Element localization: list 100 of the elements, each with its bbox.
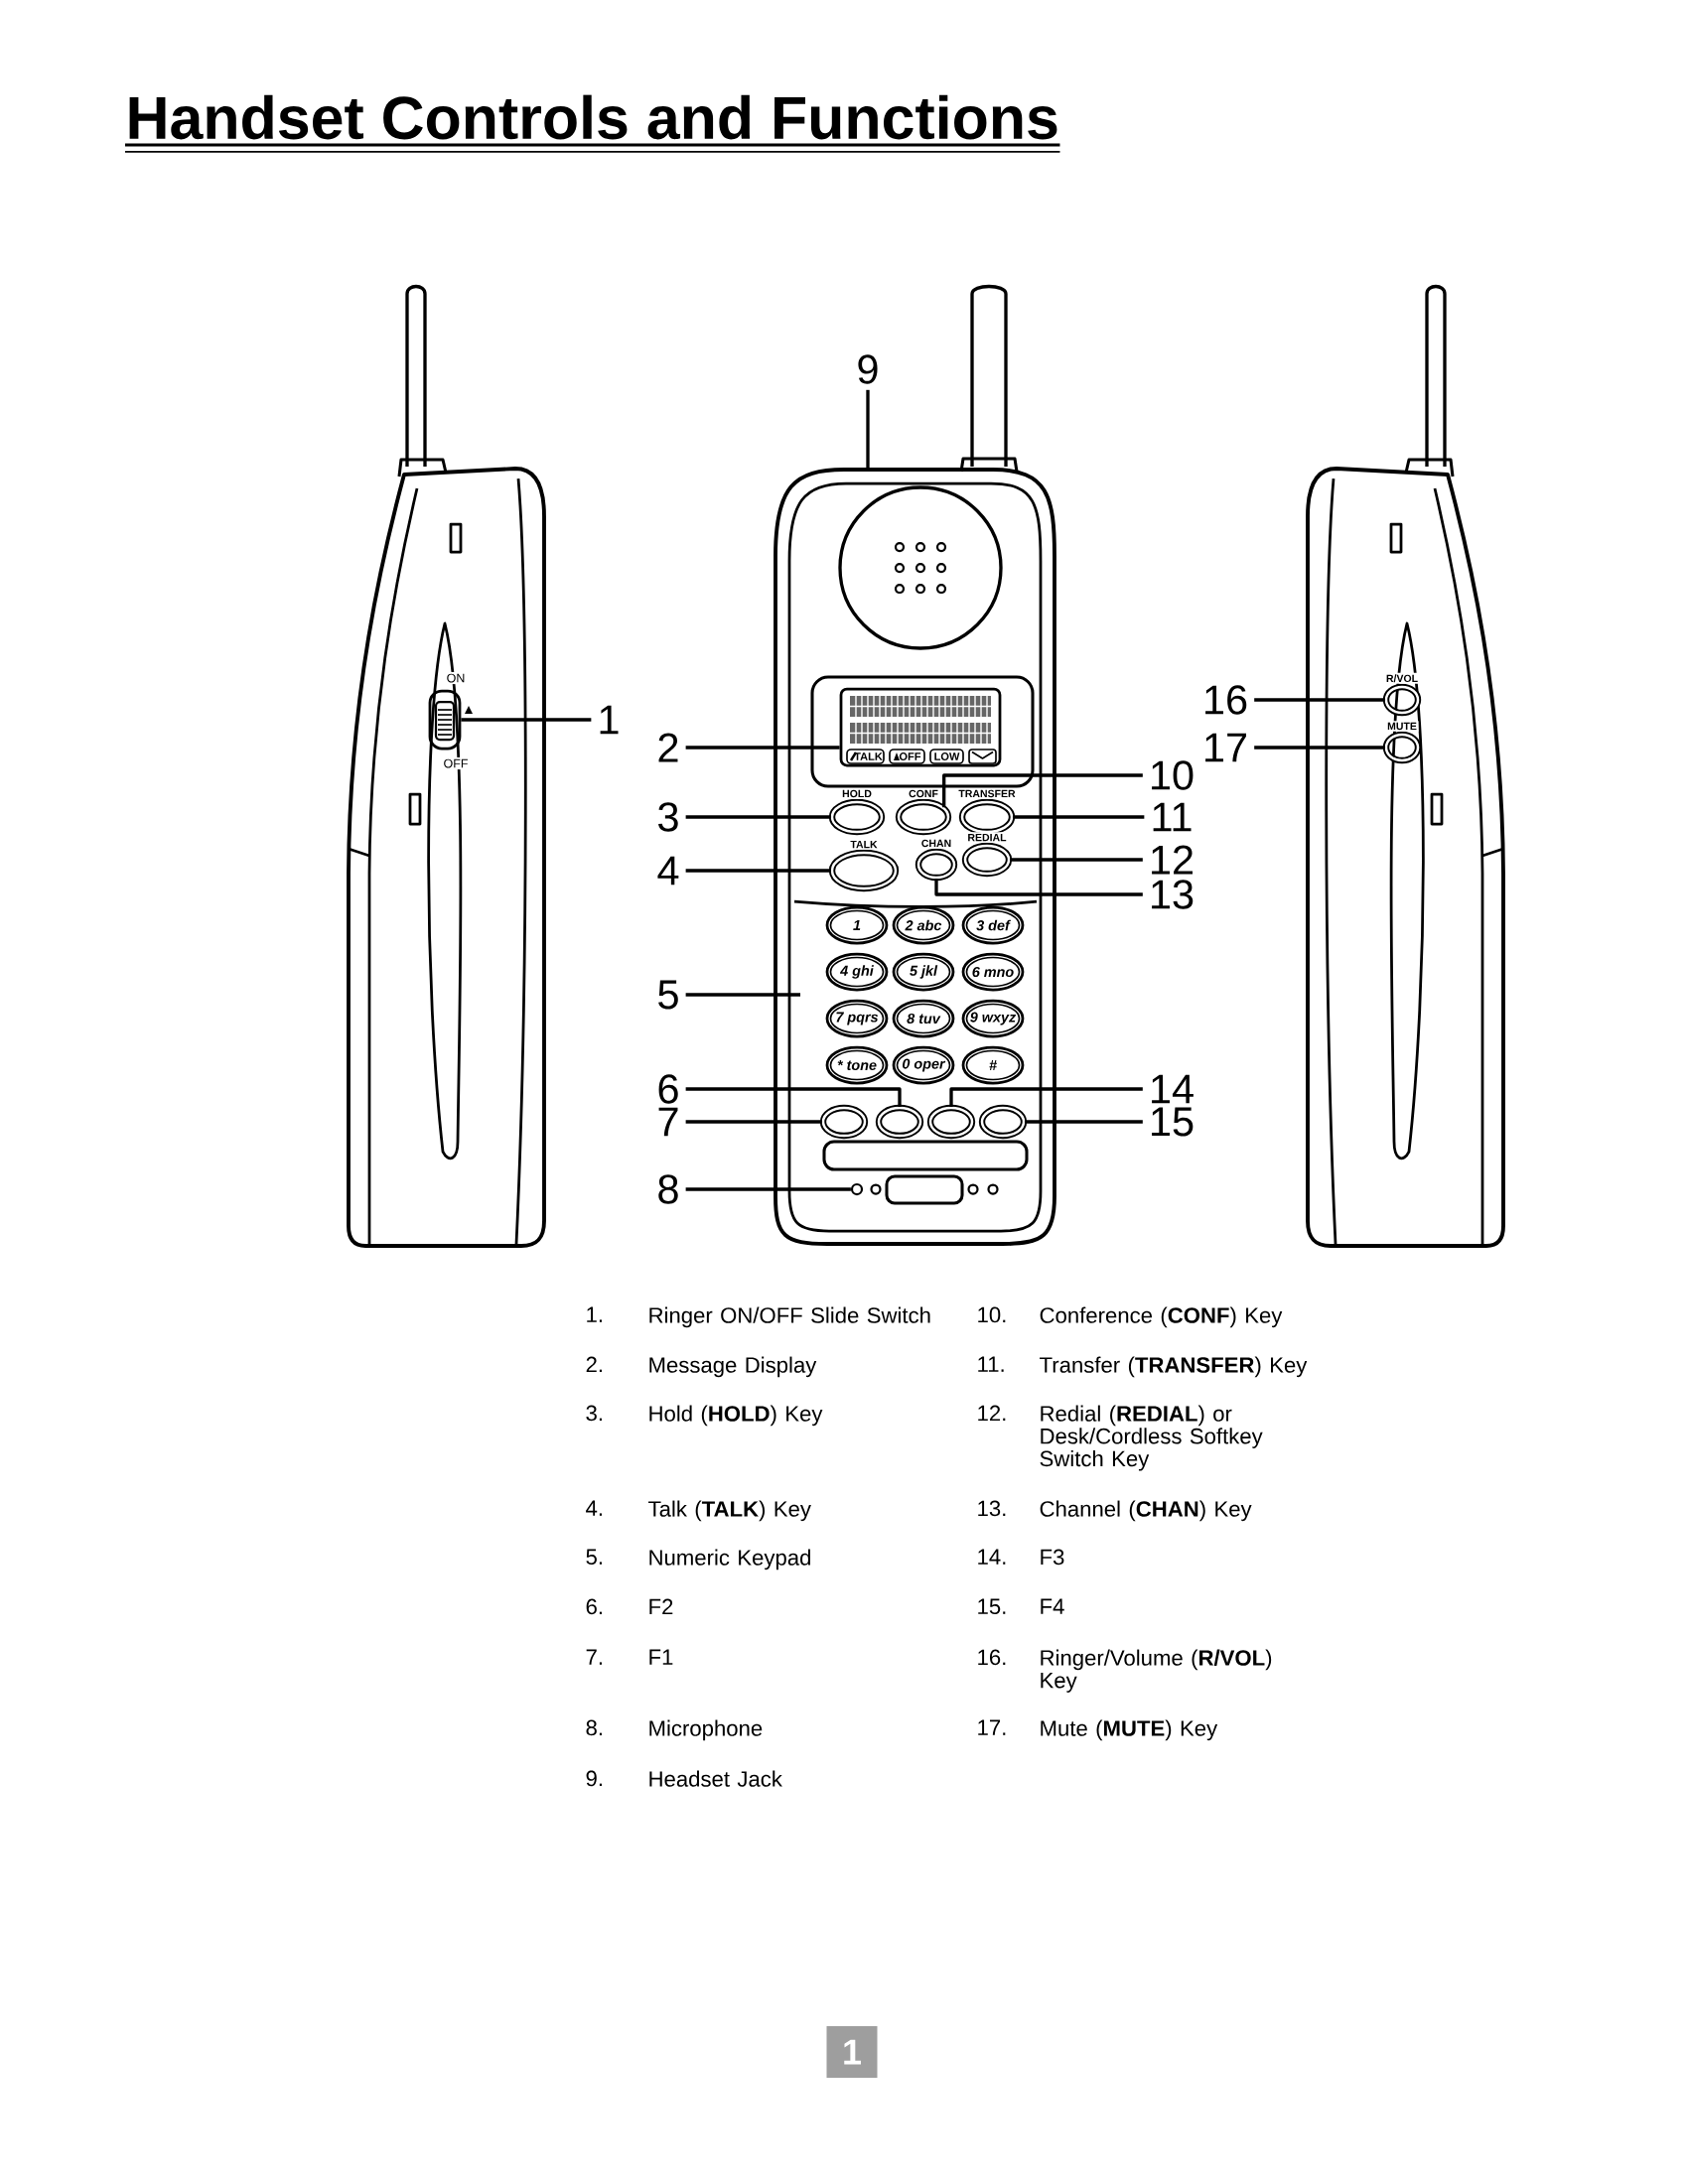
list-number: 12. [978,1405,1006,1422]
list-item: F2 [649,1598,673,1615]
key-button: TALK [828,839,900,892]
callout-number: 10 [1152,760,1194,790]
leader-line [1254,746,1386,750]
node-label: CHAN [921,839,951,848]
keypad-key: * tone [825,1045,889,1085]
list-number: 13. [978,1500,1006,1517]
node-label: ON [447,673,465,683]
leader-line [685,746,840,750]
node-label: OFF [444,758,468,768]
key-button: CHAN [914,838,958,882]
leader-line [1009,858,1143,862]
list-item: Numeric Keypad [649,1549,810,1570]
list-number: 16. [978,1649,1006,1666]
list-item: Ringer ON/OFF Slide Switch [649,1306,930,1328]
callout-number: 12 [1152,845,1193,875]
list-number: 14. [978,1549,1006,1565]
list-item: Conference (CONF) Key [1040,1306,1283,1328]
key-button: HOLD [828,788,886,836]
list-item: Transfer (TRANSFER) Key [1040,1356,1308,1378]
node-label: CONF [909,789,938,798]
keypad-key: 8 tuv [892,999,955,1038]
leader-line [685,1187,851,1191]
keypad-key: # [961,1045,1025,1085]
key-button: REDIAL [961,832,1013,878]
callout-number: 16 [1205,685,1247,715]
title: Handset Controls and Functions [129,94,1057,140]
leader-line [685,869,832,873]
display-screen [839,687,1002,767]
keypad-key: 0 oper [892,1045,955,1085]
list-item: Message Display [649,1356,817,1378]
list-number: 8. [586,1719,602,1736]
callout-number: 4 [657,856,679,886]
callout-number: 11 [1153,802,1192,832]
list-number: 2. [586,1356,602,1373]
key-button: CONF [895,788,952,836]
callout-number: 9 [858,354,878,384]
leader-line [949,1087,1143,1108]
leader-line [866,389,870,468]
callout-number: 1 [600,705,619,735]
node-label: TALK [850,840,878,849]
callout-number: 7 [658,1107,678,1137]
leader-line [942,773,1143,808]
list-item: Ringer/Volume (R/VOL) Key [1041,1649,1272,1693]
node-label: TRANSFER [958,789,1016,798]
leader-line [461,718,592,722]
list-number: 10. [978,1306,1006,1323]
keypad-key: 3 def [961,905,1025,945]
slide-switch: ON OFF [428,671,473,770]
leader-line [685,815,832,819]
list-number: 15. [978,1598,1006,1615]
list-item: Headset Jack [649,1770,782,1787]
list-item: F1 [649,1649,673,1665]
microphone-hole [850,1182,864,1196]
key-button [926,1104,976,1140]
node-label: REDIAL [968,833,1007,842]
list-item: Talk (TALK) Key [648,1500,811,1522]
key-button [978,1104,1028,1140]
node-label: HOLD [842,789,872,798]
leader-line [1024,1120,1143,1124]
callout-number: 15 [1152,1107,1194,1137]
list-number: 11. [978,1356,1004,1372]
callout-number: 6 [658,1074,678,1104]
keypad-key: 7 pqrs [825,999,889,1038]
list-item: Redial (REDIAL) or Desk/Cordless Softkey Switch Key [1040,1405,1263,1471]
key-button [819,1104,869,1140]
key-button: R/VOL [1382,672,1422,717]
leader-line [685,993,800,997]
callout-number: 5 [658,980,678,1010]
leader-line [685,1087,902,1108]
list-number: 1. [587,1306,602,1322]
list-number: 9. [586,1770,602,1787]
leader-line [1012,815,1145,819]
node-label: MUTE [1387,722,1417,731]
keypad-key: 2 abc [892,905,955,945]
keypad-key: 4 ghi [825,952,889,992]
list-item: Mute (MUTE) Key [1041,1719,1218,1741]
list-item: Microphone [649,1719,763,1741]
list-number: 5. [586,1549,602,1566]
leader-line [1254,698,1386,702]
keypad-key: 6 mno [961,952,1025,992]
leader-line [934,879,1143,896]
callout-number: 2 [658,733,678,762]
leader-line [685,1120,823,1124]
list-item: F4 [1041,1598,1064,1614]
list-item: Hold (HOLD) Key [649,1405,823,1427]
list-number: 3. [586,1405,602,1422]
list-item: Channel (CHAN) Key [1040,1500,1252,1522]
list-number: 17. [978,1719,1006,1735]
keypad-key: 1 [825,905,889,945]
key-button [875,1104,924,1140]
list-item: F3 [1041,1549,1064,1566]
callout-number: 8 [658,1174,678,1204]
callout-number: 3 [658,802,678,832]
list-number: 4. [586,1500,602,1516]
node-label: R/VOL [1386,674,1418,683]
callout-number: 14 [1152,1074,1194,1104]
callout-number: 13 [1152,880,1194,909]
keypad-key: 5 jkl [892,952,955,992]
